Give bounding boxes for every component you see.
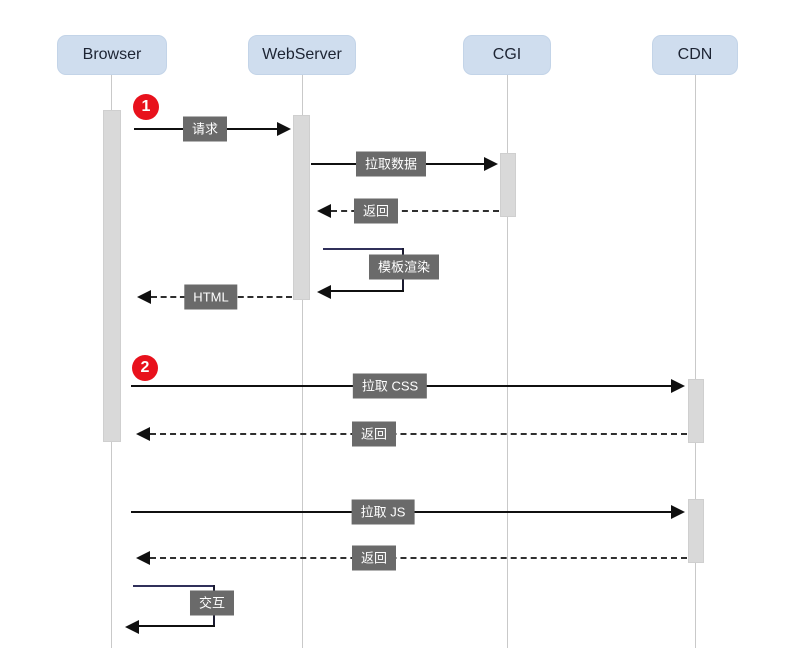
message-label: 返回 (351, 545, 397, 571)
arrowhead-left-icon (317, 285, 331, 299)
loop-top-line (133, 585, 215, 587)
lifeline-webserver (302, 75, 303, 648)
actor-label-webserver: WebServer (262, 46, 342, 63)
actor-label-cdn: CDN (677, 46, 713, 63)
message-label: 返回 (353, 198, 399, 224)
message-label: HTML (184, 284, 238, 310)
step-badge-2: 2 (132, 355, 158, 381)
arrowhead-left-icon (317, 204, 331, 218)
actor-box-cgi: CGI (463, 35, 551, 75)
activation-bar-webserver (293, 115, 310, 300)
loop-bottom-line (139, 625, 215, 627)
actor-label-browser: Browser (82, 46, 142, 63)
arrowhead-right-icon (671, 505, 685, 519)
loop-top-line (323, 248, 404, 250)
arrowhead-left-icon (136, 551, 150, 565)
activation-bar-cgi (500, 153, 516, 217)
step-number-2: 2 (140, 359, 150, 376)
message-label: 拉取 CSS (352, 373, 428, 399)
lifeline-cgi (507, 75, 508, 648)
arrow-line (150, 557, 687, 559)
activation-bar-cdn-2 (688, 499, 704, 563)
message-label: 拉取 JS (351, 499, 415, 525)
activation-bar-cdn-1 (688, 379, 704, 443)
arrow-line (150, 433, 687, 435)
step-badge-1: 1 (133, 94, 159, 120)
message-label: 返回 (351, 421, 397, 447)
step-number-1: 1 (141, 98, 151, 115)
message-interaction-loop: 交互 (125, 585, 235, 634)
arrowhead-right-icon (671, 379, 685, 393)
lifeline-cdn (695, 75, 696, 648)
loop-bottom-line (331, 290, 404, 292)
actor-box-browser: Browser (57, 35, 167, 75)
arrow-line (331, 210, 499, 212)
actor-box-cdn: CDN (652, 35, 738, 75)
arrowhead-right-icon (277, 122, 291, 136)
arrowhead-right-icon (484, 157, 498, 171)
message-label: 模板渲染 (368, 254, 440, 280)
message-label: 交互 (189, 590, 235, 616)
actor-box-webserver: WebServer (248, 35, 356, 75)
arrowhead-left-icon (125, 620, 139, 634)
actor-label-cgi: CGI (492, 46, 522, 63)
message-label: 拉取数据 (355, 151, 427, 177)
activation-bar-browser (103, 110, 121, 442)
message-label: 请求 (182, 116, 228, 142)
arrowhead-left-icon (137, 290, 151, 304)
arrowhead-left-icon (136, 427, 150, 441)
message-template-render-loop: 模板渲染 (317, 248, 440, 299)
